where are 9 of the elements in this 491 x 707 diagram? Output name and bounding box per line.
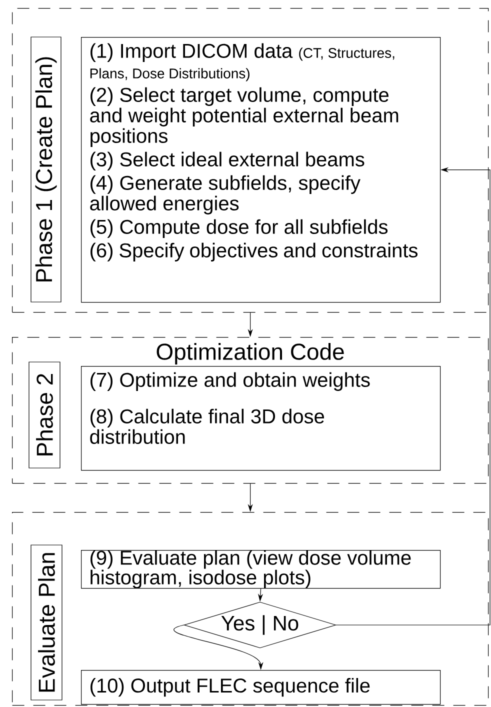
phase-label-box: Evaluate Plan (30, 544, 62, 700)
process-box: (9) Evaluate plan (view dose volume histogram, isodose plots) (81, 550, 441, 589)
process-box: (10) Output FLEC sequence file (81, 670, 441, 705)
phase-label-box: Phase 1 (Create Plan) (30, 36, 62, 302)
process-box: (7) Optimize and obtain weights (8) Calculate final 3D dose distribution (81, 366, 441, 471)
process-box: (1) Import DICOM data (CT, Structures, Plans, Dose Distributions) (2) Select target volume, compute and weight potential external beam positions (3) Select ideal external beams (4) Generate subfields, specify allowed energies (5) Compute dose for all subfields (6) Specify objectives and constraints (81, 37, 441, 303)
phase-label-box: Phase 2 (28, 362, 60, 468)
phase-group-box (12, 8, 489, 313)
phase-group-box (12, 512, 489, 706)
